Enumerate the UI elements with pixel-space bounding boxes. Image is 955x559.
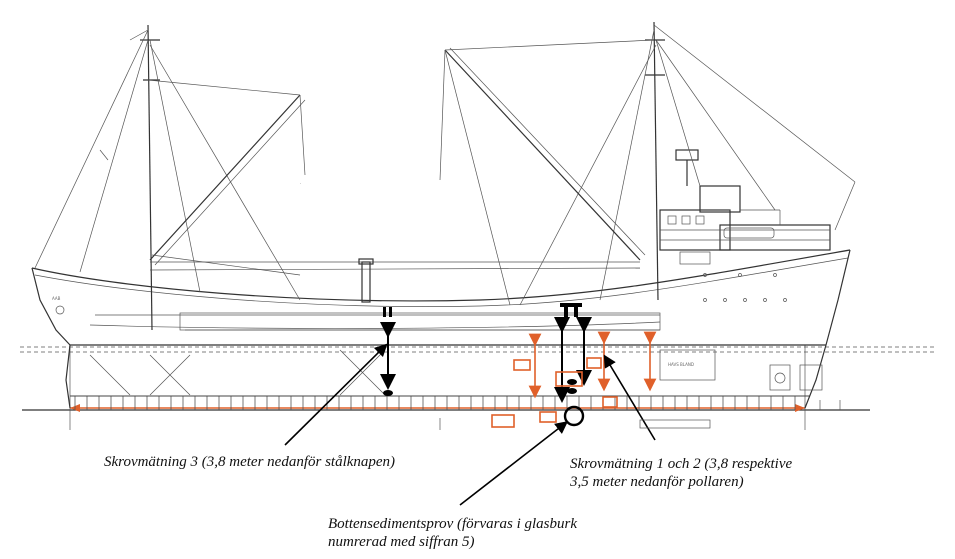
rigging-lines — [149, 254, 641, 276]
aft-mast — [34, 24, 301, 331]
measurement-3-arrow — [380, 322, 396, 396]
caption-sediment-line1: Bottensedimentsprov (förvaras i glasburk — [328, 516, 578, 532]
caption-sediment-line2: numrerad med siffran 5) — [328, 534, 475, 550]
aft-derrick: · — [99, 79, 306, 266]
fore-derrick — [439, 39, 655, 306]
scale-markers — [439, 400, 841, 430]
steel-knob-marker — [383, 307, 392, 317]
portholes — [703, 273, 787, 302]
measurement-2-arrow — [567, 317, 592, 394]
bollard-marker — [560, 303, 582, 317]
caption-hull-measure-1-2-line1: Skrovmätning 1 och 2 (3,8 respektive — [570, 456, 793, 472]
hold-label: HAVS BLAND — [668, 362, 694, 367]
caption-hull-measure-3: Skrovmätning 3 (3,8 meter nedanför stålk… — [104, 454, 396, 470]
ventilator — [358, 258, 374, 303]
stern-mark: AAB — [52, 296, 61, 301]
lifeboat — [723, 227, 775, 239]
baseline-group — [20, 345, 935, 430]
sediment-sample-circle — [563, 405, 585, 427]
frame-stations — [70, 395, 810, 410]
hull-outline: AAB — [31, 249, 851, 409]
red-draught-marks — [491, 331, 657, 428]
wheelhouse — [659, 149, 831, 265]
leader-lines — [284, 343, 656, 506]
derrick-tag-aft: · — [300, 181, 301, 186]
hold-bracing: HAVS BLAND — [89, 349, 823, 396]
keel-arrow-right — [795, 404, 805, 412]
caption-hull-measure-1-2-line2: 3,5 meter nedanför pollaren) — [570, 474, 744, 490]
radar-platform — [675, 149, 699, 161]
